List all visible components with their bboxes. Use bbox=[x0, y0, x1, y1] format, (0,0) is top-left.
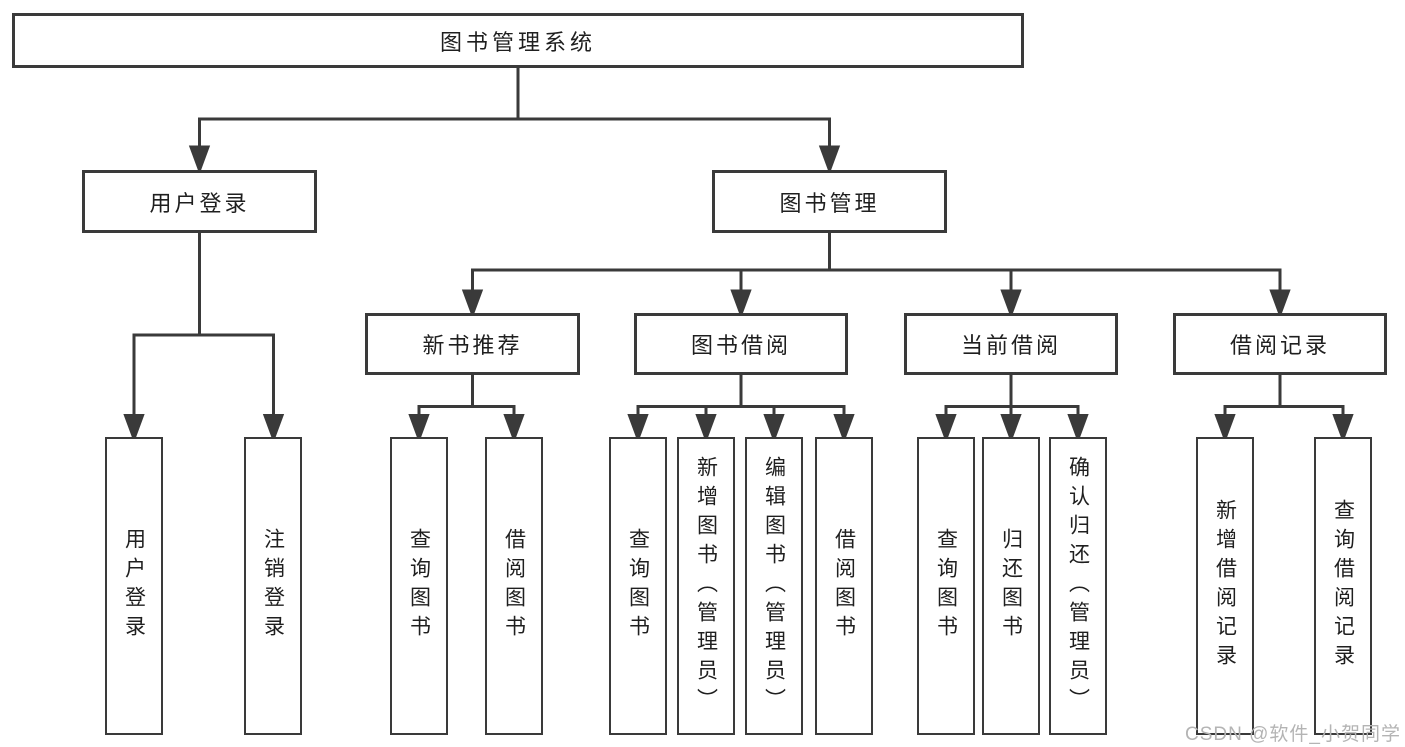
leaf-query-books-recommend: 查询图书 bbox=[390, 437, 448, 735]
leaf-confirm-return-admin: 确认归还（管理员） bbox=[1049, 437, 1107, 735]
node-book-management: 图书管理 bbox=[712, 170, 947, 233]
node-book-borrowing: 图书借阅 bbox=[634, 313, 848, 375]
leaf-add-book-admin: 新增图书（管理员） bbox=[677, 437, 735, 735]
node-borrowing-records: 借阅记录 bbox=[1173, 313, 1387, 375]
leaf-logout: 注销登录 bbox=[244, 437, 302, 735]
leaf-query-books-current: 查询图书 bbox=[917, 437, 975, 735]
leaf-borrow-books-recommend: 借阅图书 bbox=[485, 437, 543, 735]
leaf-return-book: 归还图书 bbox=[982, 437, 1040, 735]
leaf-borrow-books: 借阅图书 bbox=[815, 437, 873, 735]
node-system-root: 图书管理系统 bbox=[12, 13, 1024, 68]
node-current-borrowing: 当前借阅 bbox=[904, 313, 1118, 375]
watermark-text: CSDN @软件_小贺同学 bbox=[1185, 724, 1401, 745]
leaf-query-borrow-record: 查询借阅记录 bbox=[1314, 437, 1372, 735]
leaf-user-login: 用户登录 bbox=[105, 437, 163, 735]
node-new-book-recommend: 新书推荐 bbox=[365, 313, 580, 375]
leaf-query-books-borrow: 查询图书 bbox=[609, 437, 667, 735]
node-user-login: 用户登录 bbox=[82, 170, 317, 233]
leaf-add-borrow-record: 新增借阅记录 bbox=[1196, 437, 1254, 735]
leaf-edit-book-admin: 编辑图书（管理员） bbox=[745, 437, 803, 735]
